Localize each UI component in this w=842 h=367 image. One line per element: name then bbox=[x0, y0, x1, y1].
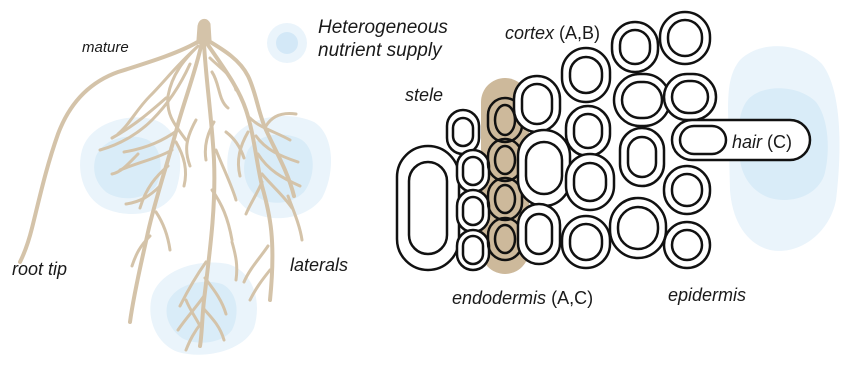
label-epidermis: epidermis bbox=[668, 286, 746, 304]
cortex-cell bbox=[614, 74, 670, 126]
nutrient-supply-icon bbox=[267, 23, 307, 63]
cortex-cell bbox=[612, 22, 658, 72]
label-mature: mature bbox=[82, 40, 129, 55]
cortex-cell bbox=[660, 12, 710, 64]
cortex-cell bbox=[518, 130, 570, 206]
label-nutrient-supply-line2: nutrient supply bbox=[318, 39, 448, 62]
label-root-tip: root tip bbox=[12, 260, 67, 278]
stele-cell bbox=[457, 150, 489, 192]
epidermis-cells bbox=[664, 166, 710, 268]
label-nutrient-supply: Heterogeneous nutrient supply bbox=[318, 16, 448, 62]
stele-cells bbox=[397, 110, 489, 270]
label-cortex-tag: (A,B) bbox=[559, 23, 600, 43]
stele-cell bbox=[457, 230, 489, 270]
label-hair: hair (C) bbox=[732, 133, 792, 151]
epidermis-cell bbox=[664, 222, 710, 268]
label-cortex-text: cortex bbox=[505, 23, 554, 43]
cortex-cell bbox=[664, 74, 716, 120]
epidermis-cell bbox=[664, 166, 710, 214]
label-nutrient-supply-line1: Heterogeneous bbox=[318, 16, 448, 39]
stele-cell bbox=[397, 146, 459, 270]
cortex-cell bbox=[566, 154, 614, 210]
label-endodermis: endodermis (A,C) bbox=[452, 289, 593, 307]
cortex-cell bbox=[610, 198, 666, 258]
cortex-cell bbox=[566, 106, 610, 156]
stele-cell bbox=[457, 190, 489, 232]
label-stele: stele bbox=[405, 86, 443, 104]
label-cortex: cortex (A,B) bbox=[505, 24, 600, 42]
cortex-cell bbox=[518, 204, 560, 264]
label-hair-tag: (C) bbox=[767, 132, 792, 152]
cortex-cell bbox=[562, 48, 610, 102]
label-endodermis-text: endodermis bbox=[452, 288, 546, 308]
stele-cell bbox=[447, 110, 479, 154]
label-endodermis-tag: (A,C) bbox=[551, 288, 593, 308]
cortex-cell bbox=[620, 128, 664, 186]
label-hair-text: hair bbox=[732, 132, 762, 152]
cortex-cell bbox=[514, 76, 560, 132]
label-laterals: laterals bbox=[290, 256, 348, 274]
cortex-cell bbox=[562, 216, 610, 268]
